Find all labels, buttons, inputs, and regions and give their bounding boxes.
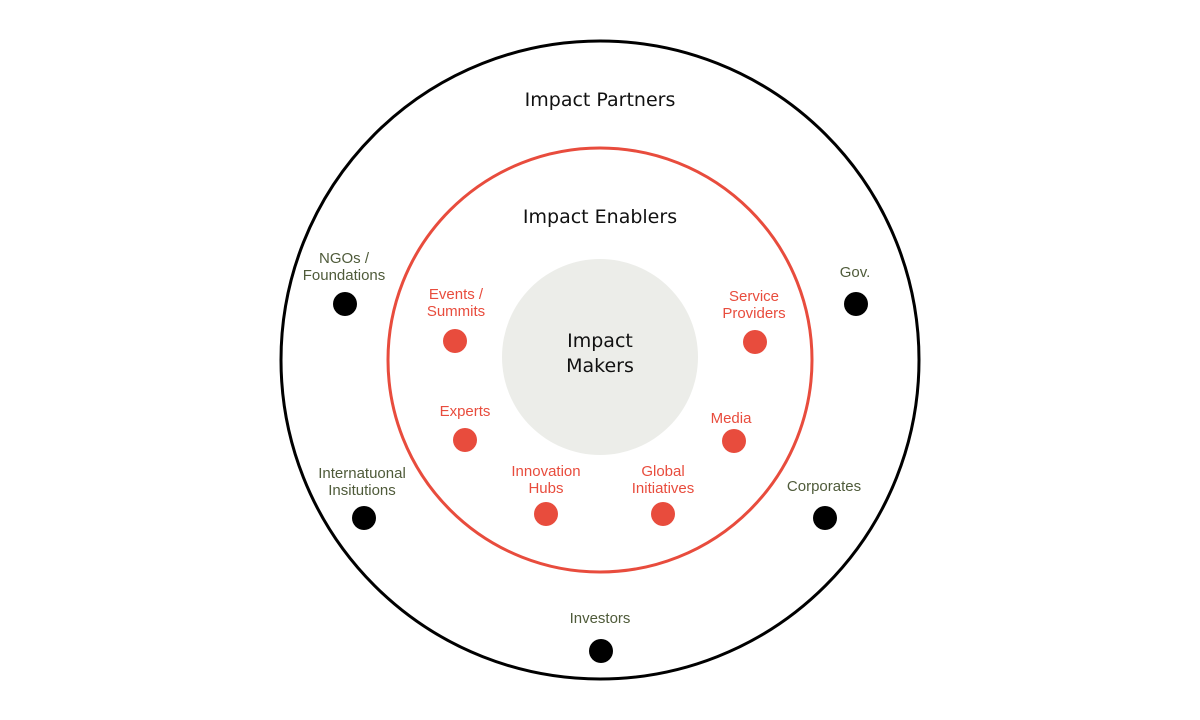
partner-label-ngos: NGOs / Foundations [303, 250, 386, 284]
enabler-dot-global [651, 502, 675, 526]
enabler-label-events: Events / Summits [427, 286, 485, 320]
core-line2: Makers [566, 355, 634, 377]
label-line: Internatuonal [318, 465, 406, 482]
enabler-label-global: Global Initiatives [632, 463, 695, 497]
label-line: Insitutions [328, 482, 396, 499]
enabler-dot-events [443, 329, 467, 353]
impact-partners-title: Impact Partners [524, 89, 676, 111]
label-line: Innovation [511, 463, 581, 480]
label-line: Foundations [302, 267, 386, 284]
impact-enablers-ring [386, 146, 814, 574]
partner-label-investors: Investors [569, 610, 631, 627]
label-line: Providers [722, 305, 786, 322]
label-line: Hubs [528, 480, 564, 497]
impact-partners-ring [279, 39, 921, 681]
label-line: Initiatives [631, 480, 695, 497]
enabler-dot-media [722, 429, 746, 453]
enabler-label-innovation: Innovation Hubs [511, 463, 580, 497]
impact-makers-title: Impact Makers [566, 329, 634, 379]
label-line: Summits [426, 303, 486, 320]
label-line: NGOs / [318, 250, 369, 267]
partner-dot-international [352, 506, 376, 530]
enabler-dot-experts [453, 428, 477, 452]
impact-makers-core [502, 259, 698, 455]
partner-dot-corporates [813, 506, 837, 530]
partner-dot-investors [589, 639, 613, 663]
enabler-label-media: Media [710, 410, 752, 427]
partner-dot-gov [844, 292, 868, 316]
partner-label-gov: Gov. [839, 264, 871, 281]
enabler-dot-innovation [534, 502, 558, 526]
label-line: Global [641, 463, 685, 480]
partner-label-international: Internatuonal Insitutions [318, 465, 406, 499]
enabler-dot-service [743, 330, 767, 354]
core-line1: Impact [567, 330, 633, 352]
label-line: Events / [428, 286, 484, 303]
partner-label-corporates: Corporates [786, 478, 862, 495]
label-line: Service [728, 288, 780, 305]
enabler-label-experts: Experts [439, 403, 491, 420]
enabler-label-service: Service Providers [722, 288, 785, 322]
impact-enablers-title: Impact Enablers [522, 206, 678, 228]
partner-dot-ngos [333, 292, 357, 316]
